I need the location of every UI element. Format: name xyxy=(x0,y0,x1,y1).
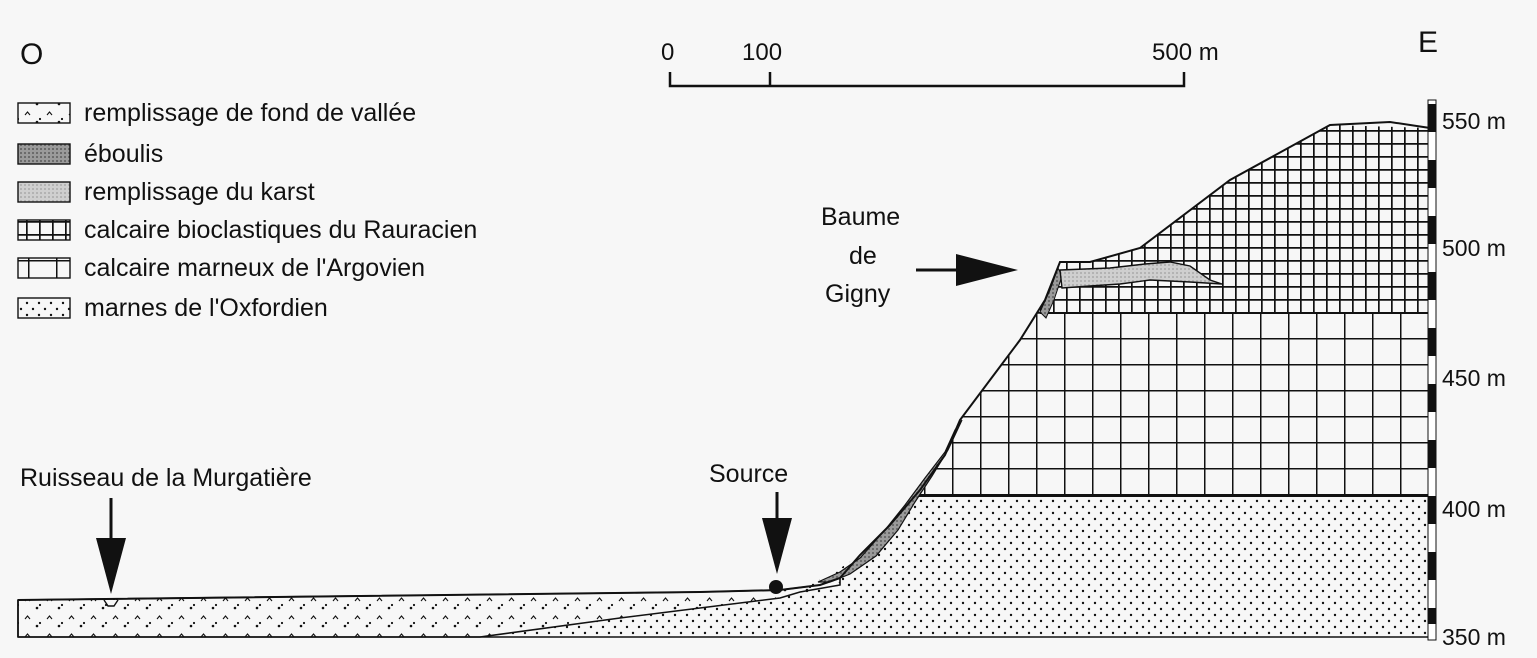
legend-label-valley-fill: remplissage de fond de vallée xyxy=(84,99,416,127)
stream-arrow-icon xyxy=(96,498,126,594)
west-label: O xyxy=(20,38,43,71)
cave-label-line3: Gigny xyxy=(825,280,891,308)
legend-swatch-karst-fill xyxy=(17,181,71,203)
legend xyxy=(17,102,71,319)
legend-label-karst-fill: remplissage du karst xyxy=(84,178,315,206)
altitude-label-350: 350 m xyxy=(1442,624,1506,650)
legend-label-rauracien: calcaire bioclastiques du Rauracien xyxy=(84,216,477,244)
altitude-label-400: 400 m xyxy=(1442,496,1506,522)
scale-tick-500: 500 m xyxy=(1152,39,1219,66)
scale-bar xyxy=(668,72,1186,88)
scale-tick-100: 100 xyxy=(742,39,782,66)
stream-notch xyxy=(103,599,119,607)
altitude-label-500: 500 m xyxy=(1442,235,1506,261)
legend-swatch-scree xyxy=(17,143,71,165)
altitude-axis xyxy=(1427,99,1437,641)
legend-swatch-argovien xyxy=(17,257,71,279)
legend-swatch-oxfordien xyxy=(17,297,71,319)
cave-arrow-icon xyxy=(916,254,1018,286)
karst-fill xyxy=(1059,261,1223,289)
topographic-profile xyxy=(17,120,1431,601)
legend-swatch-valley-fill xyxy=(17,102,71,124)
spring-label: Source xyxy=(709,460,788,488)
legend-label-oxfordien: marnes de l'Oxfordien xyxy=(84,294,328,322)
legend-label-argovien: calcaire marneux de l'Argovien xyxy=(84,254,425,282)
legend-label-scree: éboulis xyxy=(84,140,163,168)
scale-tick-0: 0 xyxy=(661,39,674,66)
altitude-label-450: 450 m xyxy=(1442,365,1506,391)
cave-label-line1: Baume xyxy=(821,203,900,231)
rauracien-layer xyxy=(480,125,1430,314)
spring-arrow-icon xyxy=(762,492,792,594)
cave-label-line2: de xyxy=(849,242,877,270)
legend-swatch-rauracien xyxy=(17,219,71,241)
argovien-layer xyxy=(480,313,1430,497)
altitude-label-550: 550 m xyxy=(1442,108,1506,134)
stream-label: Ruisseau de la Murgatière xyxy=(20,464,312,492)
east-label: E xyxy=(1418,26,1438,59)
